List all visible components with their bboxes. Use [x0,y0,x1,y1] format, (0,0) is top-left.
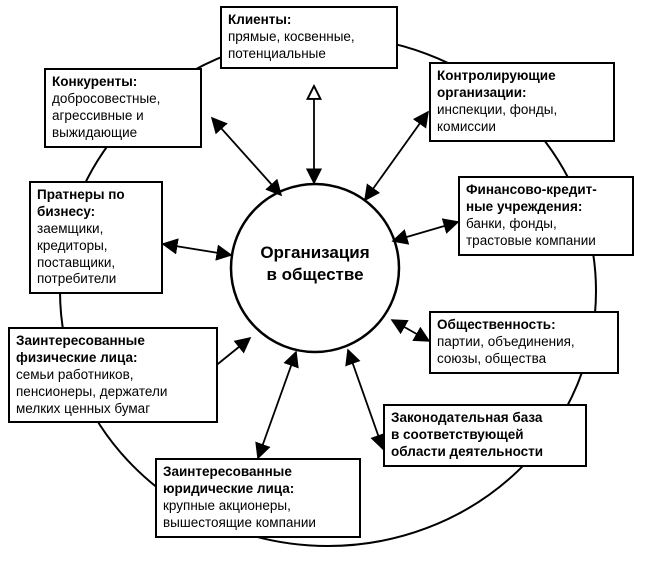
box-controllers: Контролирующие организации: инспекции, ф… [429,62,615,142]
arrow-public [390,319,431,342]
box-competitors-line2: агрессивные и [52,107,144,123]
arrow-partners [161,238,233,261]
box-individuals-title2: физические лица: [16,349,138,365]
box-partners-title1: Пратнеры по [37,187,125,202]
box-clients-title: Клиенты: [228,12,292,27]
box-finance-line1: банки, фонды, [466,215,557,231]
box-legislation-line2: в соответствующей [391,426,524,442]
box-partners-title2: бизнесу: [37,203,96,219]
box-legal-entities-line1: крупные акционеры, [163,497,291,513]
box-partners-line1: заемщики, [37,220,104,236]
box-controllers-line1: инспекции, фонды, [437,101,558,117]
box-competitors: Конкуренты: добросовестные, агрессивные … [44,68,202,148]
box-legislation: Законодательная база в соответствующей о… [383,404,587,467]
box-individuals-line2: пенсионеры, держатели [16,383,168,399]
box-partners: Пратнеры по бизнесу: заемщики, кредиторы… [29,181,163,295]
box-clients-line1: прямые, косвенные, [228,28,355,44]
box-public-line1: партии, объединения, [437,333,575,349]
box-finance: Финансово-кредит- ные учреждения: банки,… [458,176,634,256]
center-label-line1: Организация [260,243,370,262]
box-competitors-line3: выжидающие [52,124,138,140]
box-finance-line2: трастовые компании [466,232,596,248]
box-individuals-line1: семьи работников, [16,366,134,382]
box-controllers-line2: комиссии [437,118,496,134]
center-label-line2: в обществе [266,265,364,285]
box-clients-line2: потенциальные [228,45,326,61]
box-legislation-line1: Законодательная база [391,410,543,425]
box-legal-entities-title1: Заинтересованные [163,464,292,479]
box-competitors-line1: добросовестные, [52,90,161,106]
box-legal-entities-title2: юридические лица: [163,480,295,496]
box-partners-line4: потребители [37,271,117,287]
box-finance-title2: ные учреждения: [466,198,583,214]
box-controllers-title2: организации: [437,84,527,100]
box-legal-entities: Заинтересованные юридические лица: крупн… [155,458,361,538]
arrow-legislation [345,348,386,451]
arrow-legal-entities [255,350,299,460]
box-legislation-line3: области деятельности [391,443,544,459]
box-public: Общественность: партии, объединения, сою… [429,311,619,374]
box-public-title: Общественность: [437,317,556,332]
box-competitors-title: Конкуренты: [52,74,138,89]
box-clients: Клиенты: прямые, косвенные, потенциальны… [220,6,398,69]
box-controllers-title1: Контролирующие [437,68,556,83]
arrow-finance [391,218,460,245]
box-finance-title1: Финансово-кредит- [466,182,597,197]
arrow-controllers [364,110,429,202]
box-individuals: Заинтересованные физические лица: семьи … [8,327,218,424]
box-public-line2: союзы, общества [437,350,547,366]
box-individuals-line3: мелких ценных бумаг [16,400,151,416]
box-partners-line3: поставщики, [37,254,116,270]
box-legal-entities-line2: вышестоящие компании [163,514,316,530]
arrow-competitors [210,116,283,197]
box-individuals-title1: Заинтересованные [16,333,145,348]
box-partners-line2: кредиторы, [37,237,108,253]
center-label: Организация в обществе [232,242,398,286]
